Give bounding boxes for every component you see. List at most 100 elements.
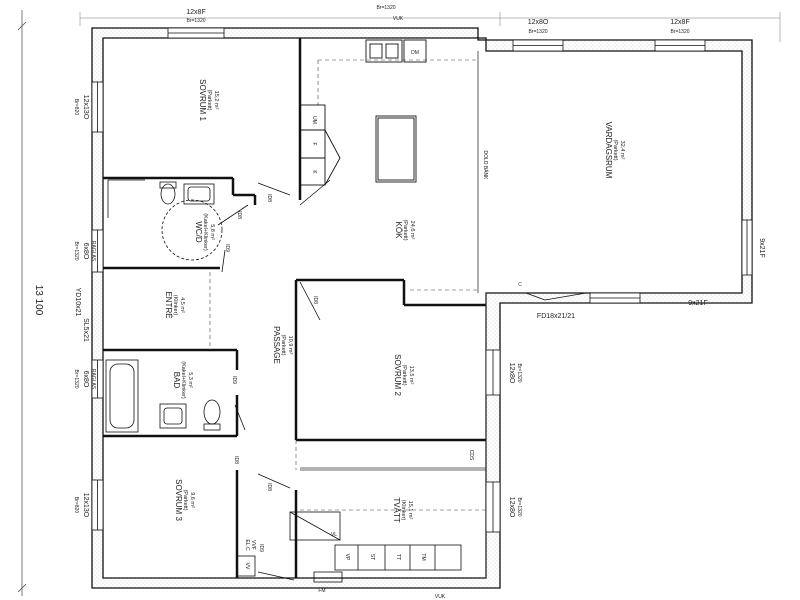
fm-label: FM [318,588,325,594]
french-door-label: FD18x21/21 [537,313,575,320]
exterior-walls [91,27,753,589]
window-br: Br=1320 [528,29,547,35]
window-br: Br=1320 [516,363,522,382]
room-floor: (Parkett) [182,489,188,510]
room-labels: SOVRUM 1 (Parkett) 15,2 m² WC/D (Kakel+K… [164,79,625,523]
door-label: ID8 [233,456,239,464]
room-floor: (Parkett) [401,364,407,385]
dolda-bank-label: DOLD BÄNK [482,151,489,181]
elc-label: EL.C [244,539,250,551]
window-label: 12x8O [508,497,515,518]
room-floor: (Klinker) [400,500,406,521]
window-br: Br=1320 [516,497,522,516]
room-floor: (Parkett) [280,334,286,355]
door-label: ID8 [236,211,242,219]
room-area: 15,1 m² [407,501,413,520]
c-label: C [518,282,522,288]
window-br: Br=820 [73,497,79,513]
room-sovrum-1: SOVRUM 1 (Parkett) 15,2 m² [198,79,219,121]
room-name: PASSAGE [272,326,281,364]
room-name: SOVRUM 1 [198,79,207,121]
room-name: BAD [172,372,181,389]
thin-partitions [300,51,487,578]
door-label: ID8 [266,194,272,202]
entrance-door-label: YD10x21 [74,288,81,317]
top-br-label: Br=1320 [376,5,395,11]
kitchen-unit-k: K [311,170,317,174]
room-floor: (Klinker) [172,295,178,316]
room-area: 10,9 m² [287,336,293,355]
laundry-unit-st: ST [369,554,375,560]
door-label: ID9 [231,376,237,384]
kitchen-fixtures [299,39,427,186]
sliding-door-label: SL5x21 [82,318,89,342]
laundry-unit-tt: TT [395,554,401,560]
window-extra: RAGLAS [90,241,96,262]
room-bad: BAD (Kakel+Klinker) 5,3 m² [172,361,193,399]
kitchen-unit-um: UM [311,116,317,124]
vuk-top-label: VUK [393,16,404,22]
window-br: Br=1320 [73,369,79,388]
vvf-label: VVF [250,540,256,550]
kitchen-labels: DM UM F K DOLD BÄNK [311,50,489,180]
room-area: 5,8 m² [209,224,215,240]
room-name: KÖK [394,222,403,240]
room-wcd: WC/D (Kakel+Klinker) 5,8 m² [194,213,215,251]
window-labels: 12x8F Br=1320 Br=1320 VUK 12x8O Br=1320 … [73,5,765,518]
window-label: 12x13O [82,95,89,120]
room-vardagsrum: VARDAGSRUM (Parkett) 32,4 m² [604,122,625,179]
room-area: 5,3 m² [187,372,193,388]
room-name: ENTRÉ [164,291,173,318]
window-br: Br=1320 [670,29,689,35]
laundry-fixtures [236,511,462,583]
window-label: 12x13O [82,493,89,518]
room-name: SOVRUM 2 [393,354,402,396]
room-floor: (Parkett) [402,219,408,240]
room-area: 32,4 m² [619,141,625,160]
dashed-lines [209,59,486,511]
door-swings [217,179,587,581]
room-area: 24,6 m² [409,221,415,240]
overall-dimension-label: 13 100 [33,285,44,316]
window-label: 12x8O [528,19,549,26]
bad-fixtures [105,359,221,433]
room-name: VARDAGSRUM [604,122,613,179]
laundry-unit-vp: VP [344,554,350,561]
kitchen-unit-dm: DM [411,50,419,56]
door-label: ID9 [224,244,230,252]
room-tvatt: TVÄTT (Klinker) 15,1 m² [392,497,413,522]
door-label: ID8 [312,296,318,304]
room-area: 4,5 m² [179,297,185,313]
vv-label: VV [244,563,250,570]
vl-label: VL [331,532,337,538]
window-label: 6x8O [82,371,89,388]
wcd-fixtures [107,179,223,261]
room-area: 13,5 m² [408,366,414,385]
top-dimension-line [79,12,781,42]
cds-label: CDS [468,450,474,461]
room-floor: (Kakel+Klinker) [202,213,208,251]
window-br: Br=1320 [186,18,205,24]
door-label: ID8 [266,483,272,491]
window-label: 9x21F [758,238,765,257]
exterior-door-labels: YD10x21 SL5x21 FD18x21/21 [74,288,575,342]
laundry-labels: VP ST TT TM VL CDS EL.C VVF VV FM VUK C [244,282,522,600]
room-entre: ENTRÉ (Klinker) 4,5 m² [164,291,185,318]
interior-door-labels: ID8 ID9 ID8 ID8 ID9 ID8 ID8 ID9 [224,194,318,552]
window-label: 12x8F [186,9,205,16]
laundry-unit-tm: TM [420,553,426,560]
room-name: TVÄTT [392,497,401,522]
window-br: Br=1320 [73,241,79,260]
room-name: WC/D [194,221,203,243]
overall-dimension-line: 13 100 [17,10,44,596]
kitchen-unit-f: F [311,142,317,145]
window-label: 12x8O [508,363,515,384]
window-extra: RAGLAS [90,369,96,390]
room-floor: (Parkett) [206,89,212,110]
door-label: ID9 [258,544,264,552]
room-sovrum-3: SOVRUM 3 (Parkett) 9,6 m² [174,479,195,521]
vuk-bottom-label: VUK [435,594,446,600]
window-label: 9x21F [688,300,707,307]
room-kok: KÖK (Parkett) 24,6 m² [394,219,415,240]
